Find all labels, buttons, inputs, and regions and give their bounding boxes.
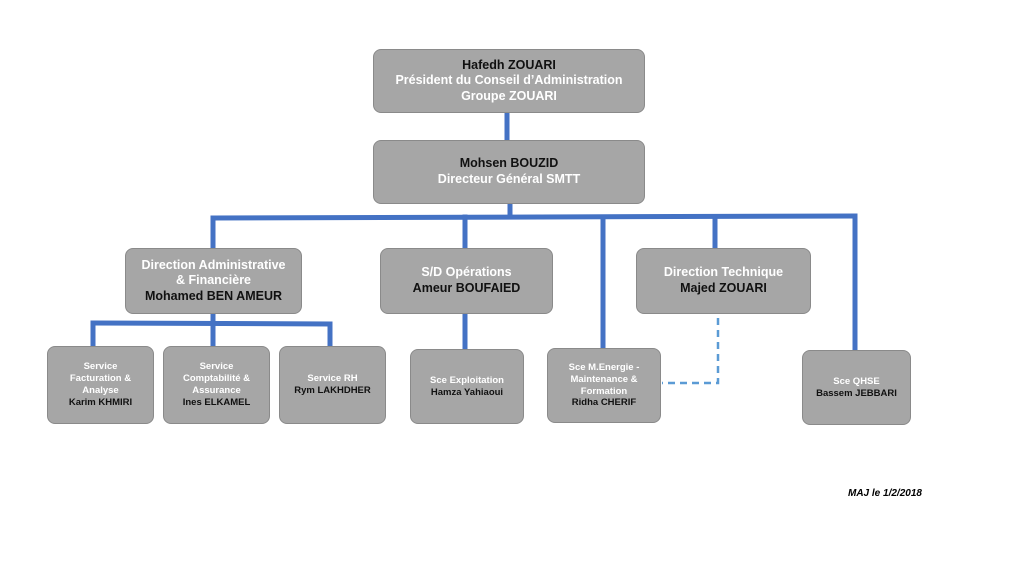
facturation-title-line3: Analyse xyxy=(82,385,119,396)
update-date-note: MAJ le 1/2/2018 xyxy=(848,488,922,499)
tech-title: Direction Technique xyxy=(663,265,784,280)
qhse-name: Bassem JEBBARI xyxy=(816,387,897,399)
dg-name: Mohsen BOUZID xyxy=(459,156,559,171)
energie-title-line1: Sce M.Energie - xyxy=(568,361,640,373)
tech-box: Direction Technique Majed ZOUARI xyxy=(636,248,811,314)
president-box: Hafedh ZOUARI Président du Conseil d’Adm… xyxy=(373,49,645,113)
president-group: Groupe ZOUARI xyxy=(461,88,557,103)
ops-title: S/D Opérations xyxy=(421,265,512,280)
facturation-box: Service Facturation & Analyse Karim KHMI… xyxy=(47,346,154,424)
president-title: Président du Conseil d’Administration xyxy=(395,73,623,88)
ops-name: Ameur BOUFAIED xyxy=(412,281,521,295)
energie-box: Sce M.Energie - Maintenance & Formation … xyxy=(547,348,661,423)
president-name: Hafedh ZOUARI xyxy=(462,57,556,72)
facturation-name: Karim KHMIRI xyxy=(68,396,133,408)
exploitation-title: Sce Exploitation xyxy=(430,374,504,386)
compta-title-line3: Assurance xyxy=(192,385,241,396)
daf-title-line2: & Financière xyxy=(175,273,252,288)
dg-title: Directeur Général SMTT xyxy=(437,172,581,186)
qhse-title: Sce QHSE xyxy=(833,375,880,387)
energie-name: Ridha CHERIF xyxy=(571,397,637,409)
compta-title-line1: Service xyxy=(199,361,234,373)
compta-box: Service Comptabilité & Assurance Ines EL… xyxy=(163,346,270,424)
tech-name: Majed ZOUARI xyxy=(680,281,767,295)
daf-title-line1: Direction Administrative xyxy=(141,257,286,272)
energie-title-line2: Maintenance & xyxy=(570,373,638,385)
exploitation-box: Sce Exploitation Hamza Yahiaoui xyxy=(410,349,524,424)
rh-box: Service RH Rym LAKHDHER xyxy=(279,346,386,424)
energie-title-line3: Formation xyxy=(580,385,628,397)
compta-name: Ines ELKAMEL xyxy=(182,396,251,408)
exploitation-name: Hamza Yahiaoui xyxy=(430,386,504,398)
qhse-box: Sce QHSE Bassem JEBBARI xyxy=(802,350,911,425)
line-tech-energie-dashed xyxy=(662,318,720,385)
dg-box: Mohsen BOUZID Directeur Général SMTT xyxy=(373,140,645,204)
daf-name: Mohamed BEN AMEUR xyxy=(144,288,283,303)
facturation-title-line2: Facturation & xyxy=(69,373,132,385)
rh-title: Service RH xyxy=(307,373,358,385)
rh-name: Rym LAKHDHER xyxy=(294,385,371,396)
facturation-title-line1: Service xyxy=(83,361,118,373)
compta-title-line2: Comptabilité & xyxy=(182,373,251,385)
line-main-bus xyxy=(210,213,858,221)
ops-box: S/D Opérations Ameur BOUFAIED xyxy=(380,248,553,314)
daf-box: Direction Administrative & Financière Mo… xyxy=(125,248,302,314)
